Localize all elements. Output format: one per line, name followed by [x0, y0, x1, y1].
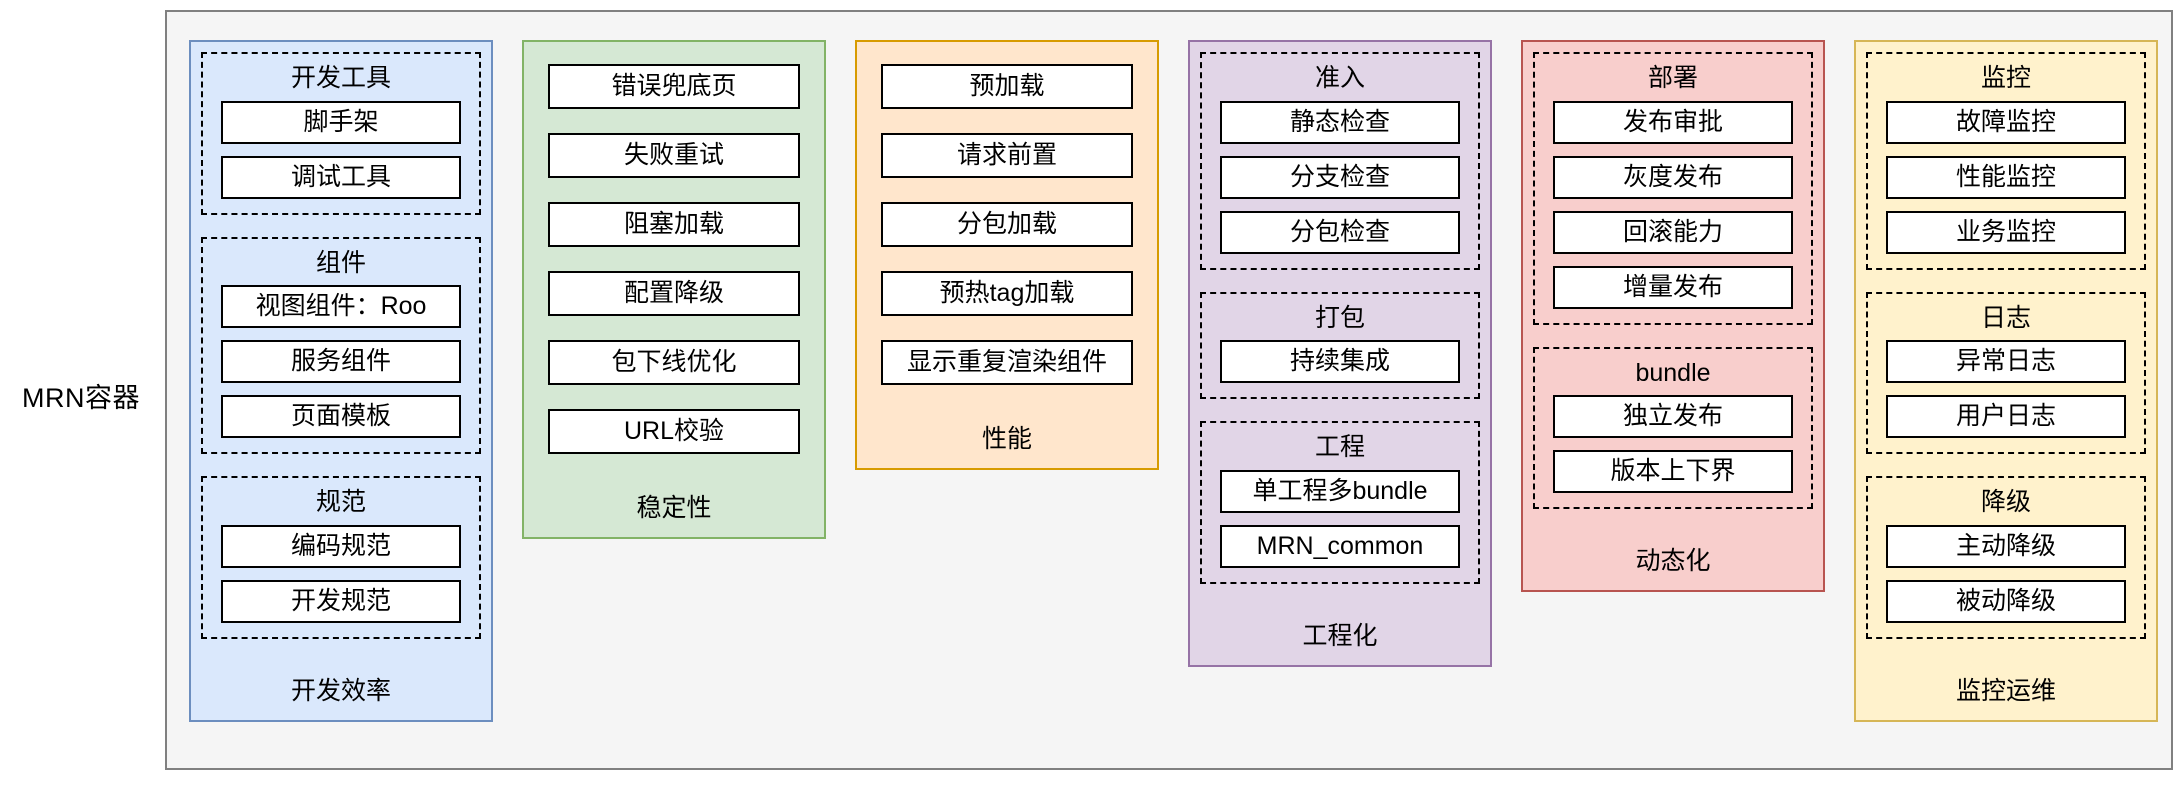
capability-box-调试工具[interactable]: 调试工具 [221, 155, 461, 199]
capability-box-增量发布[interactable]: 增量发布 [1553, 265, 1793, 309]
group-title: 准入 [1314, 64, 1365, 92]
group-title: 开发工具 [290, 64, 391, 92]
column-body: 开发工具脚手架调试工具组件视图组件：Roo 服务组件页面模板规范编码规范开发规范 [201, 52, 481, 661]
column-body: 错误兜底页失败重试阻塞加载配置降级包下线优化 URL校验 [548, 64, 800, 478]
capability-column-稳定性[interactable]: 错误兜底页失败重试阻塞加载配置降级包下线优化 URL校验稳定性 [522, 40, 826, 539]
capability-box-mrn_common[interactable]: MRN_common [1220, 524, 1460, 568]
capability-group-bundle[interactable]: bundle 独立发布版本上下界 [1533, 346, 1813, 509]
group-title: 降级 [1980, 488, 2031, 516]
column-body: 预加载请求前置分包加载预热tag加载显示重复渲染组件 [881, 64, 1133, 409]
capability-box-显示重复渲染组件[interactable]: 显示重复渲染组件 [881, 340, 1133, 385]
capability-group-打包[interactable]: 打包持续集成 [1200, 291, 1480, 399]
capability-group-部署[interactable]: 部署发布审批灰度发布回滚能力增量发布 [1533, 52, 1813, 325]
capability-box-用户日志[interactable]: 用户日志 [1886, 395, 2126, 438]
group-title: 规范 [315, 488, 366, 516]
capability-box-编码规范[interactable]: 编码规范 [221, 524, 461, 568]
capability-box-开发规范[interactable]: 开发规范 [221, 579, 461, 623]
column-label: 性能 [981, 425, 1032, 453]
capability-box-性能监控[interactable]: 性能监控 [1886, 155, 2126, 199]
group-title: 组件 [315, 248, 366, 277]
capability-box-预加载[interactable]: 预加载 [881, 64, 1133, 109]
capability-box-主动降级[interactable]: 主动降级 [1886, 524, 2126, 568]
capability-group-组件[interactable]: 组件视图组件：Roo 服务组件页面模板 [201, 236, 481, 454]
column-label: 稳定性 [636, 494, 712, 522]
capability-group-日志[interactable]: 日志异常日志用户日志 [1866, 291, 2146, 454]
capability-box-服务组件[interactable]: 服务组件 [221, 340, 461, 383]
capability-box-业务监控[interactable]: 业务监控 [1886, 210, 2126, 254]
capability-box-url校验[interactable]: URL校验 [548, 409, 800, 454]
column-body: 部署发布审批灰度发布回滚能力增量发布 bundle 独立发布版本上下界 [1533, 52, 1813, 531]
capability-box-分包检查[interactable]: 分包检查 [1220, 210, 1460, 254]
capability-box-静态检查[interactable]: 静态检查 [1220, 100, 1460, 144]
capability-box-持续集成[interactable]: 持续集成 [1220, 340, 1460, 383]
group-title: 打包 [1314, 303, 1365, 332]
column-body: 监控故障监控性能监控业务监控日志异常日志用户日志降级主动降级被动降级 [1866, 52, 2146, 661]
capability-box-独立发布[interactable]: 独立发布 [1553, 395, 1793, 438]
capability-box-错误兜底页[interactable]: 错误兜底页 [548, 64, 800, 109]
capability-box-异常日志[interactable]: 异常日志 [1886, 340, 2126, 383]
capability-box-阻塞加载[interactable]: 阻塞加载 [548, 202, 800, 247]
capability-box-请求前置[interactable]: 请求前置 [881, 133, 1133, 178]
capability-group-规范[interactable]: 规范编码规范开发规范 [201, 476, 481, 639]
group-title: bundle [1635, 358, 1711, 387]
capability-box-版本上下界[interactable]: 版本上下界 [1553, 450, 1793, 493]
capability-box-灰度发布[interactable]: 灰度发布 [1553, 155, 1793, 199]
capability-box-故障监控[interactable]: 故障监控 [1886, 100, 2126, 144]
capability-box-分包加载[interactable]: 分包加载 [881, 202, 1133, 247]
column-label: 工程化 [1302, 621, 1378, 650]
capability-box-单工程多bundle[interactable]: 单工程多bundle [1220, 469, 1460, 513]
capability-box-配置降级[interactable]: 配置降级 [548, 271, 800, 316]
capability-group-开发工具[interactable]: 开发工具脚手架调试工具 [201, 52, 481, 215]
capability-box-被动降级[interactable]: 被动降级 [1886, 579, 2126, 623]
capability-box-脚手架[interactable]: 脚手架 [221, 100, 461, 144]
group-title: 监控 [1980, 64, 2031, 92]
capability-box-回滚能力[interactable]: 回滚能力 [1553, 210, 1793, 254]
capability-column-性能[interactable]: 预加载请求前置分包加载预热tag加载显示重复渲染组件性能 [855, 40, 1159, 470]
column-label: 动态化 [1635, 547, 1711, 575]
capability-box-页面模板[interactable]: 页面模板 [221, 395, 461, 438]
group-title: 工程 [1314, 433, 1365, 461]
capability-group-准入[interactable]: 准入静态检查分支检查分包检查 [1200, 52, 1480, 270]
capability-box-视图组件-roo[interactable]: 视图组件：Roo [221, 285, 461, 328]
root-label: MRN容器 [22, 382, 140, 413]
capability-box-失败重试[interactable]: 失败重试 [548, 133, 800, 178]
capability-box-分支检查[interactable]: 分支检查 [1220, 155, 1460, 199]
column-label: 监控运维 [1955, 676, 2056, 705]
capability-group-降级[interactable]: 降级主动降级被动降级 [1866, 476, 2146, 639]
group-title: 日志 [1980, 303, 2031, 332]
capability-box-发布审批[interactable]: 发布审批 [1553, 100, 1793, 144]
capability-column-动态化[interactable]: 部署发布审批灰度发布回滚能力增量发布 bundle 独立发布版本上下界动态化 [1521, 40, 1825, 592]
capability-box-预热tag加载[interactable]: 预热tag加载 [881, 271, 1133, 316]
group-title: 部署 [1647, 64, 1698, 92]
capability-group-监控[interactable]: 监控故障监控性能监控业务监控 [1866, 52, 2146, 270]
capability-column-监控运维[interactable]: 监控故障监控性能监控业务监控日志异常日志用户日志降级主动降级被动降级监控运维 [1854, 40, 2158, 722]
column-label: 开发效率 [290, 676, 391, 705]
capability-box-包下线优化[interactable]: 包下线优化 [548, 340, 800, 385]
